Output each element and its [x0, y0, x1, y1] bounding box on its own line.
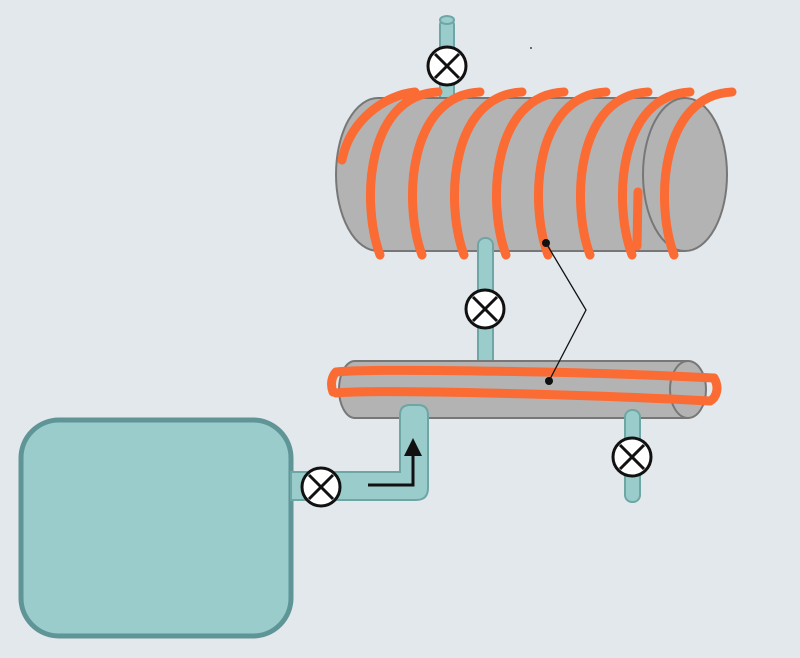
upper-coil — [337, 87, 737, 260]
valve-between-cylinders-icon — [464, 288, 506, 330]
coil-turn — [449, 87, 527, 260]
coil-turn — [407, 87, 485, 260]
coil-turn — [491, 87, 569, 260]
valve-cross — [433, 52, 461, 80]
valve-cross — [307, 473, 335, 501]
valve-cross — [618, 443, 646, 471]
coil-turn — [533, 87, 611, 260]
coil-turn — [617, 87, 695, 260]
coil-turn — [632, 187, 643, 251]
valve-tank-outlet-icon — [300, 466, 342, 508]
coil-turn — [337, 87, 420, 165]
storage-tank — [18, 417, 294, 639]
callout-leader-icon — [542, 239, 587, 385]
speck — [530, 47, 532, 49]
valve-cross — [471, 295, 499, 323]
coil-turn — [575, 87, 653, 260]
coil-turn — [365, 87, 443, 260]
valve-bottom-outlet-icon — [611, 436, 653, 478]
coil-turn — [659, 87, 737, 260]
lower-coil — [327, 365, 722, 406]
right-angle-arrow-icon — [368, 438, 422, 487]
valve-top-inlet-icon — [426, 45, 468, 87]
